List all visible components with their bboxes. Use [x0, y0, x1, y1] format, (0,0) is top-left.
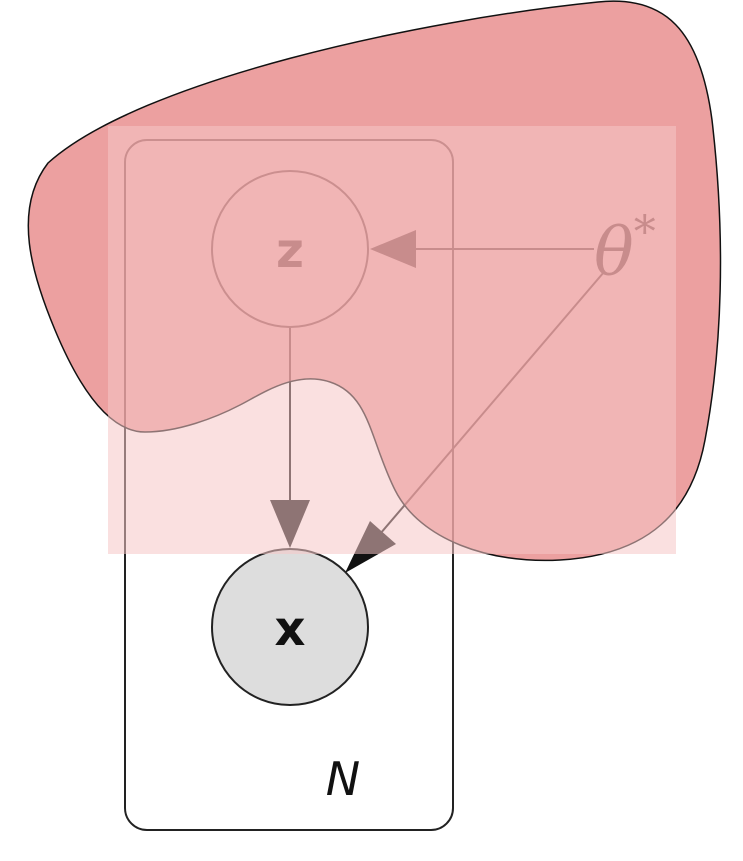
observed-node-x: x: [211, 548, 369, 706]
observed-node-label: x: [275, 601, 306, 657]
plate-label: N: [326, 752, 360, 806]
highlight-overlay: [108, 126, 676, 554]
